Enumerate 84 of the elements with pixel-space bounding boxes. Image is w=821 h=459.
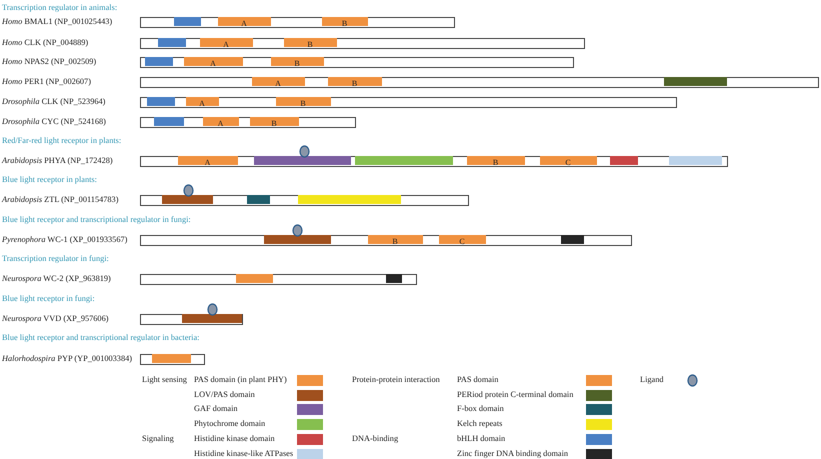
protein-name: Homo CLK (NP_004889) [2,37,88,49]
domain-block: A [252,77,304,86]
domain-block [146,97,174,106]
protein-name: Neurospora WC-2 (XP_963819) [2,273,111,285]
domain-block [264,235,330,244]
section-heading: Blue light receptor in fungi: [2,293,95,305]
legend-label: PAS domain (in plant PHY) [194,374,287,386]
legend-label: Histidine kinase-like ATPases [194,448,294,459]
protein-bar [140,38,585,48]
domain-block [254,156,350,165]
legend-group-label: DNA-binding [352,433,398,445]
protein-bar [140,194,469,206]
protein-name: Halorhodospira PYP (YP_001003384) [2,353,132,365]
domain-block: A [184,57,242,66]
protein-name: Arabidopsis ZTL (NP_001154783) [2,194,118,206]
protein-name: Neurospora VVD (XP_957606) [2,313,108,325]
domain-block: A [178,156,238,165]
domain-block [668,156,722,165]
protein-name: Homo BMAL1 (NP_001025443) [2,16,112,28]
section-heading: Blue light receptor and transcriptional regulator in bacteria: [2,332,200,344]
protein-name: Arabidopsis PHYA (NP_172428) [2,155,113,167]
domain-block: B [322,17,368,26]
domain-block: A [202,117,238,126]
protein-bar [140,156,728,166]
domain-block: C [438,235,486,244]
protein-bar [140,96,677,108]
domain-block: B [276,97,330,106]
section-heading: Transcription regulator in animals: [2,2,118,14]
domain-block [246,195,270,204]
domain-block: B [466,156,524,165]
section-heading: Blue light receptor in plants: [2,174,97,186]
protein-bar [140,16,455,28]
section-heading: Blue light receptor and transcriptional regulator in fungi: [2,214,191,226]
domain-block [162,195,212,204]
domain-block [144,57,172,66]
legend-label: PERiod protein C-terminal domain [457,389,574,401]
legend-label: PAS domain [457,374,498,386]
section-heading: Red/Far-red light receptor in plants: [2,135,122,147]
protein-bar [140,56,574,68]
protein-name: Homo NPAS2 (NP_002509) [2,56,96,68]
domain-block [610,156,638,165]
legend-label: Zinc finger DNA binding domain [457,448,568,459]
legend-label: Ligand [640,374,664,386]
legend-group-label: Light sensing [142,374,187,386]
legend-group-label: Signaling [142,433,174,445]
protein-name: Drosophila CLK (NP_523964) [2,96,106,108]
protein-bar [140,234,632,246]
domain-block [154,117,184,126]
legend-label: GAF domain [194,403,238,415]
domain-block [236,274,272,283]
legend-label: Histidine kinase domain [194,433,275,445]
domain-block [182,314,242,323]
protein-name: Pyrenophora WC-1 (XP_001933567) [2,234,128,246]
domain-block [298,195,400,204]
legend-label: F-box domain [457,403,504,415]
domain-block: B [284,38,336,47]
legend-group-label: Protein-protein interaction [352,374,440,386]
domain-block [354,156,452,165]
domain-block [174,17,200,26]
domain-block: C [540,156,596,165]
domain-block: B [368,235,422,244]
protein-bar [140,274,417,284]
domain-block: B [270,57,324,66]
domain-block [664,77,726,86]
domain-block: B [328,77,382,86]
domain-block [158,38,186,47]
legend-label: bHLH domain [457,433,506,445]
legend-label: Kelch repeats [457,418,502,430]
section-heading: Transcription regulator in fungi: [2,253,109,265]
protein-bar [140,76,819,88]
protein-bar [140,354,205,364]
domain-block [152,354,190,363]
domain-block [386,274,402,283]
legend-label: Phytochrome domain [194,418,266,430]
domain-block: A [218,17,270,26]
domain-block: B [250,117,298,126]
protein-bar [140,116,356,128]
protein-name: Homo PER1 (NP_002607) [2,76,91,88]
domain-block [560,235,584,244]
domain-block: A [186,97,218,106]
protein-name: Drosophila CYC (NP_524168) [2,116,106,128]
domain-block: A [200,38,252,47]
protein-bar [140,314,243,324]
legend-label: LOV/PAS domain [194,389,255,401]
